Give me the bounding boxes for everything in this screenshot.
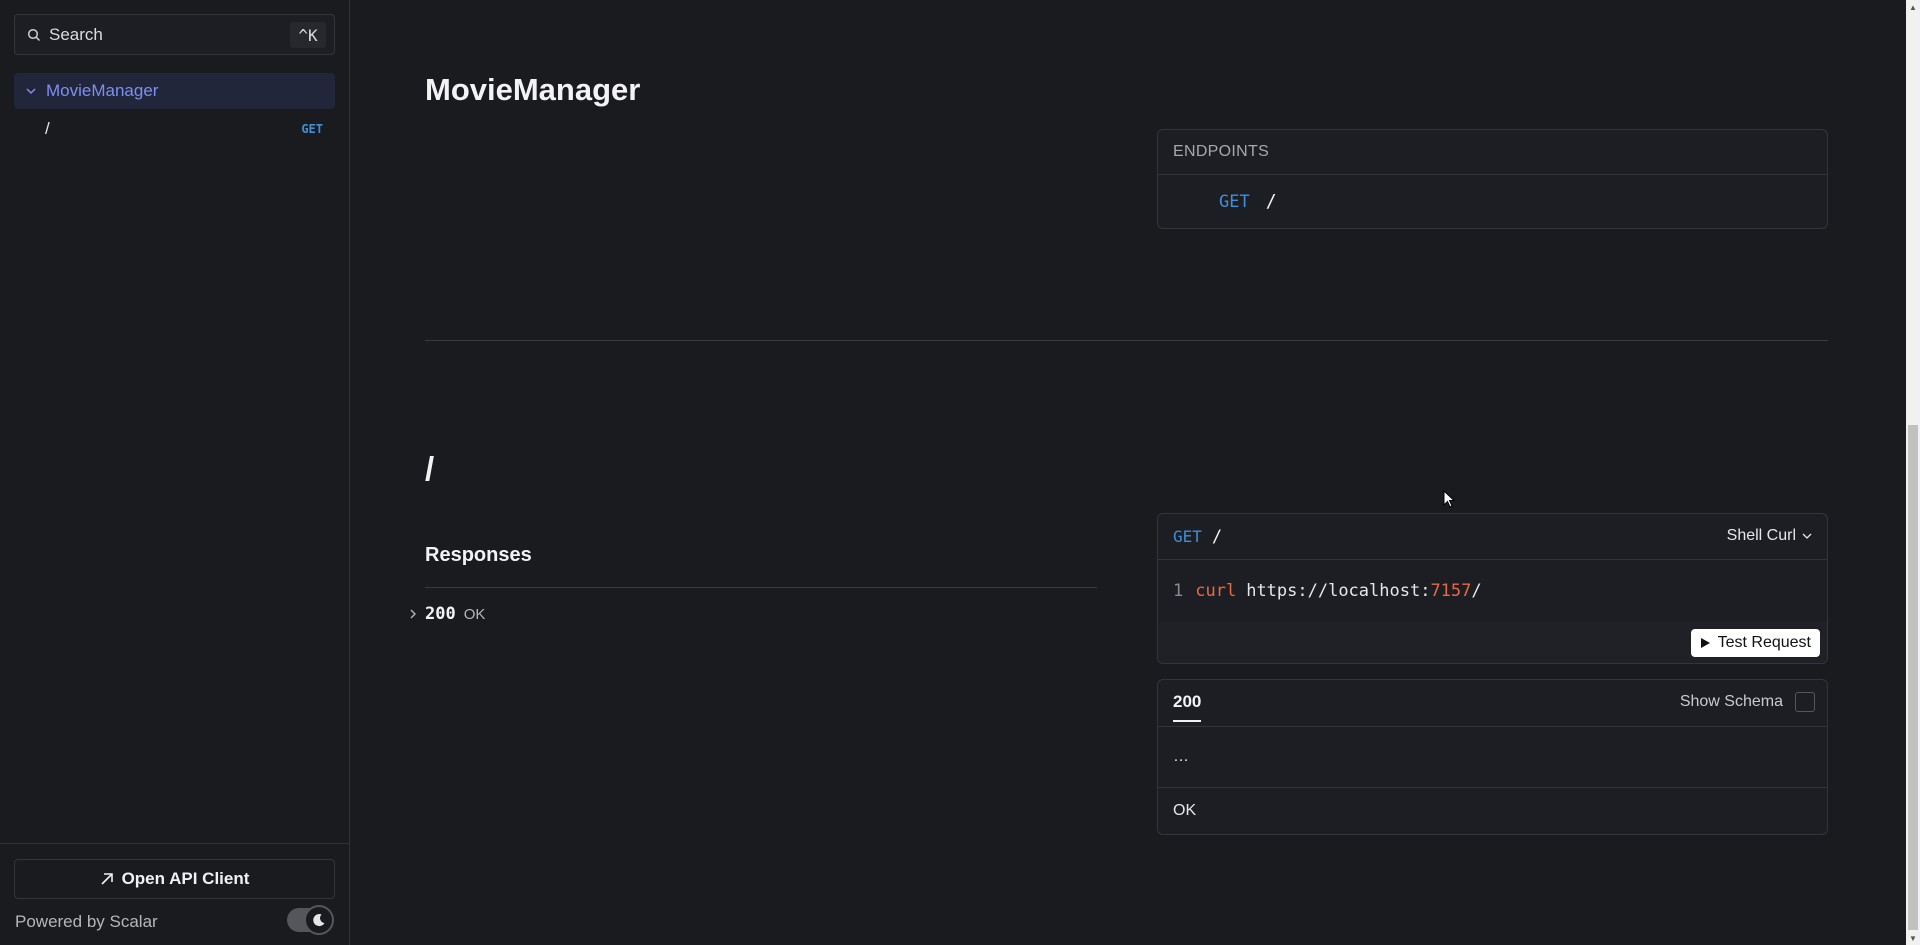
response-code: 200 — [425, 604, 456, 624]
play-icon — [1700, 638, 1710, 648]
endpoints-card: ENDPOINTS GET / — [1157, 129, 1828, 229]
open-api-client-label: Open API Client — [121, 869, 250, 888]
operation-title: / — [425, 450, 435, 487]
code-block: 1 curl https://localhost:7157/ — [1158, 560, 1827, 622]
search-input[interactable]: Search ^K — [14, 14, 335, 55]
sidebar-footer: Open API Client Powered by Scalar — [0, 843, 349, 945]
sidebar-group-moviemanager[interactable]: MovieManager — [14, 73, 335, 109]
request-method: GET — [1173, 527, 1202, 546]
chevron-down-icon — [1802, 533, 1812, 539]
sidebar-item-method: GET — [301, 122, 323, 136]
code-url-port: 7157 — [1430, 581, 1472, 601]
main-content: MovieManager ENDPOINTS GET / / Responses… — [351, 0, 1906, 945]
code-url-prefix: https://localhost: — [1246, 581, 1431, 601]
responses-heading: Responses — [425, 544, 532, 566]
search-icon — [27, 28, 41, 41]
response-tabs: 200 Show Schema — [1158, 680, 1827, 727]
request-card-header: GET / Shell Curl — [1158, 514, 1827, 560]
open-api-client-button[interactable]: Open API Client — [14, 859, 335, 899]
moon-icon — [313, 914, 325, 927]
show-schema-label: Show Schema — [1679, 693, 1783, 710]
search-shortcut: ^K — [290, 22, 326, 48]
scrollbar-thumb[interactable] — [1908, 425, 1918, 930]
sidebar-group-label: MovieManager — [46, 81, 159, 100]
vertical-scrollbar[interactable]: ▲ ▼ — [1906, 0, 1920, 945]
response-body: … — [1158, 727, 1827, 788]
show-schema-checkbox[interactable] — [1795, 692, 1815, 712]
code-url: https://localhost:7157/ — [1246, 581, 1481, 601]
line-number: 1 — [1173, 581, 1184, 601]
responses-divider — [425, 587, 1097, 588]
chevron-down-icon — [26, 88, 36, 95]
endpoint-method: GET — [1219, 191, 1250, 212]
endpoint-link[interactable]: GET / — [1158, 175, 1827, 228]
endpoints-header: ENDPOINTS — [1158, 130, 1827, 175]
chevron-right-icon — [410, 609, 416, 619]
language-select[interactable]: Shell Curl — [1727, 527, 1813, 545]
dark-mode-toggle[interactable] — [287, 905, 334, 935]
section-divider — [425, 340, 1828, 341]
response-text: OK — [463, 605, 486, 623]
sidebar-item-path: / — [45, 119, 50, 138]
test-request-button[interactable]: Test Request — [1690, 629, 1820, 657]
page-title: MovieManager — [425, 72, 641, 107]
tab-200[interactable]: 200 — [1173, 692, 1202, 722]
mouse-cursor-icon — [1443, 490, 1455, 508]
endpoint-path: / — [1265, 191, 1277, 212]
request-card-footer: Test Request — [1158, 622, 1827, 663]
response-description: OK — [1173, 802, 1197, 819]
code-command: curl — [1195, 581, 1237, 601]
arrow-up-right-icon — [101, 873, 113, 885]
scroll-down-arrow-icon[interactable]: ▼ — [1909, 933, 1917, 943]
response-example-card: 200 Show Schema … OK — [1157, 679, 1828, 835]
response-200-row[interactable]: 200 OK — [407, 602, 485, 626]
code-url-suffix: / — [1471, 581, 1482, 601]
request-example-card: GET / Shell Curl 1 curl https://localhos… — [1157, 513, 1828, 664]
language-label: Shell Curl — [1726, 527, 1796, 544]
scroll-up-arrow-icon[interactable]: ▲ — [1909, 2, 1917, 12]
request-path: / — [1211, 526, 1223, 547]
sidebar-item-root[interactable]: / GET — [14, 112, 335, 146]
powered-by-link[interactable]: Powered by Scalar — [15, 912, 158, 931]
search-label: Search — [49, 24, 103, 44]
show-schema-toggle[interactable]: Show Schema — [1680, 692, 1815, 712]
test-request-label: Test Request — [1717, 634, 1811, 651]
sidebar: Search ^K MovieManager / GET Open API Cl… — [0, 0, 350, 945]
toggle-knob — [304, 905, 334, 935]
